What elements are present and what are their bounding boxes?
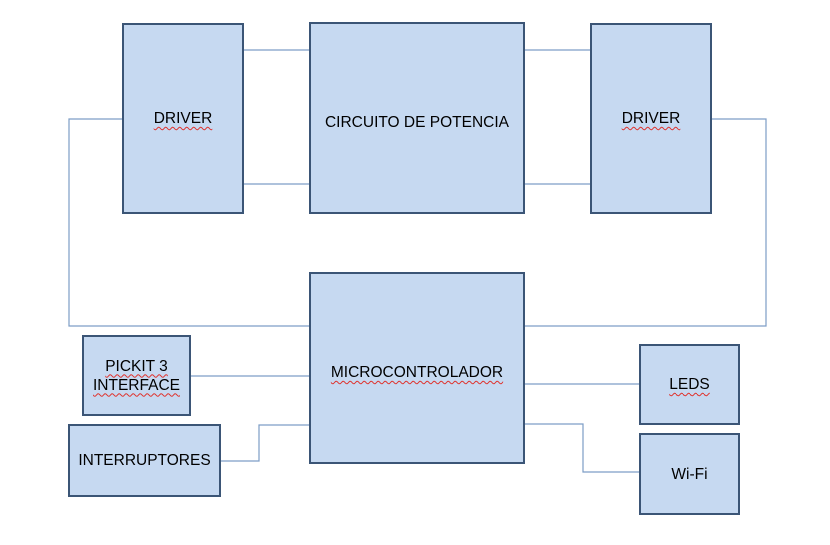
connector-driver-right-to-micro xyxy=(524,118,767,327)
driver-right-label: DRIVER xyxy=(621,110,681,127)
wifi-block: Wi-Fi xyxy=(639,433,740,515)
microcontroller-block: MICROCONTROLADOR xyxy=(309,272,525,464)
connector-switches-to-micro xyxy=(220,424,310,462)
switches-label: INTERRUPTORES xyxy=(78,452,211,469)
leds-block: LEDS xyxy=(639,344,740,425)
pickit-block: PICKIT 3 INTERFACE xyxy=(82,335,191,416)
pickit-label-line2: INTERFACE xyxy=(93,376,180,394)
driver-left-block: DRIVER xyxy=(122,23,244,214)
pickit-label-line1: PICKIT 3 xyxy=(105,357,168,375)
driver-left-label: DRIVER xyxy=(153,110,213,127)
connector-driver-left-to-micro xyxy=(68,118,310,327)
leds-label: LEDS xyxy=(669,376,710,393)
microcontroller-label: MICROCONTROLADOR xyxy=(330,364,504,381)
driver-right-block: DRIVER xyxy=(590,23,712,214)
connector-micro-to-wifi xyxy=(524,423,640,473)
power-circuit-label: CIRCUITO DE POTENCIA xyxy=(324,114,509,131)
switches-block: INTERRUPTORES xyxy=(68,424,221,497)
wifi-label: Wi-Fi xyxy=(671,465,708,483)
power-circuit-block: CIRCUITO DE POTENCIA xyxy=(309,22,525,214)
